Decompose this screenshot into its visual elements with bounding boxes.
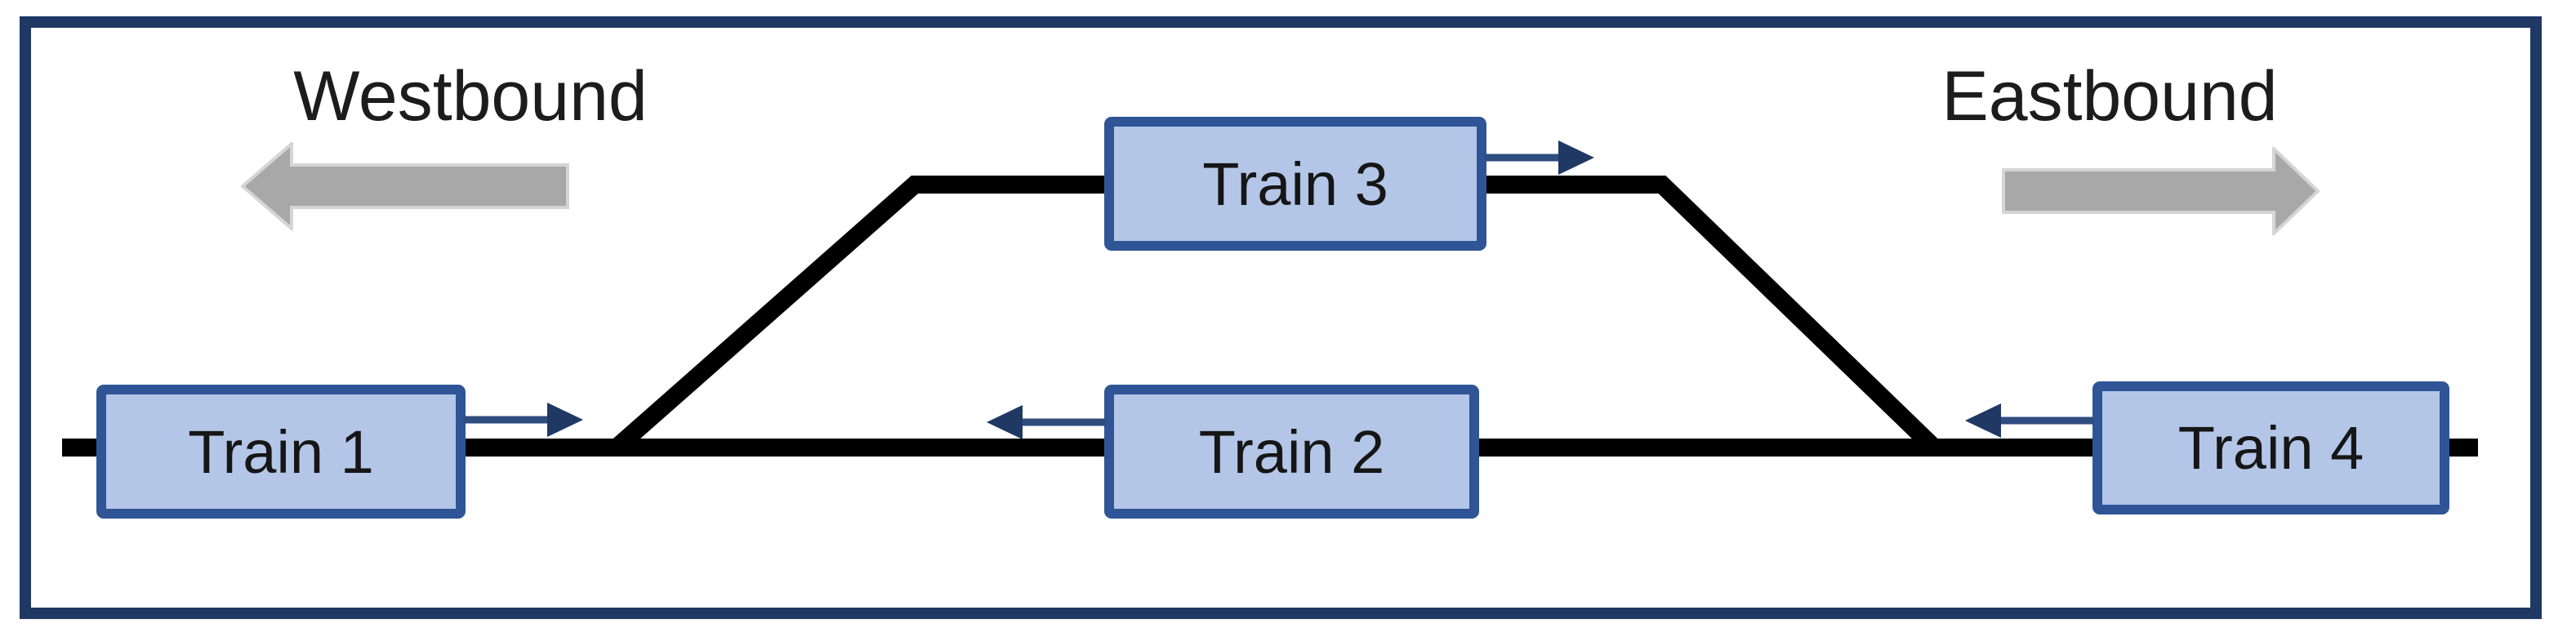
train-2-direction-arrow-icon [987,405,1106,439]
train-4-label: Train 4 [2177,414,2364,482]
eastbound-label: Eastbound [1941,57,2278,136]
eastbound-arrow-icon [2002,147,2320,235]
train-1-direction-arrow-icon [464,403,583,437]
train-3-label: Train 3 [1202,149,1388,218]
train-1-label: Train 1 [188,417,374,486]
train-4-direction-arrow-icon [1965,403,2094,438]
westbound-arrow-icon [241,142,569,230]
train-1-box: Train 1 [96,385,583,519]
train-3-direction-arrow-icon [1485,140,1594,175]
westbound-label: Westbound [293,57,648,136]
train-2-label: Train 2 [1198,417,1385,486]
train-4-box: Train 4 [1965,381,2449,514]
train-3-box: Train 3 [1104,117,1594,251]
train-2-box: Train 2 [987,385,1479,519]
diagram-frame-border [20,16,2542,619]
